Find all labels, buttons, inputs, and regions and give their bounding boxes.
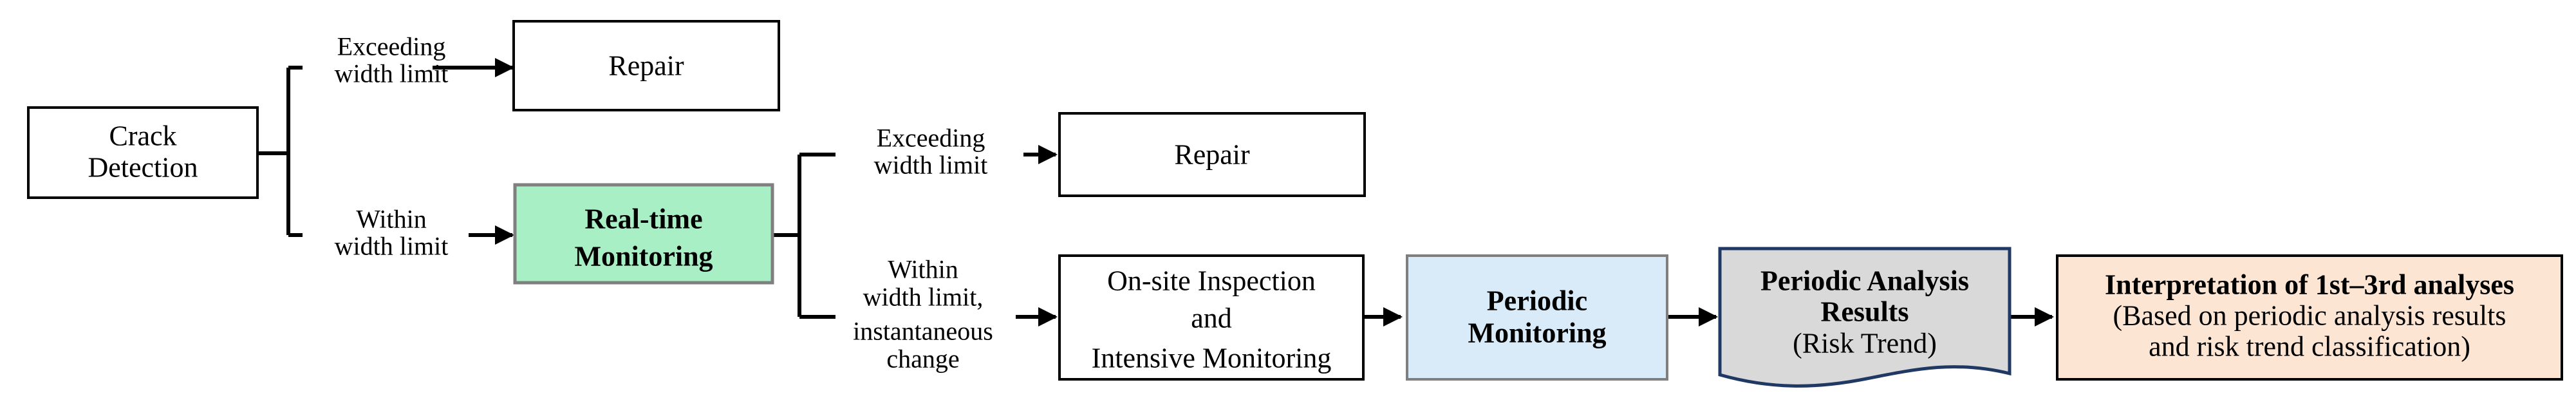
node-periodic-analysis: Periodic Analysis Results (Risk Trend): [1718, 247, 2011, 388]
edge-label-within-2: Within width limit, instantaneous change: [853, 255, 993, 374]
edge-label-line: instantaneous: [853, 317, 993, 346]
edge-label-line: change: [886, 345, 959, 374]
node-label: Repair: [1174, 139, 1250, 171]
node-label: Results: [1821, 296, 1909, 328]
node-realtime-monitoring: Real-time Monitoring: [513, 183, 774, 285]
node-sublabel: (Risk Trend): [1793, 328, 1937, 359]
node-label: Real-time: [584, 204, 702, 235]
edge-label-line: Exceeding: [337, 32, 446, 61]
edge-label-line: width limit,: [863, 283, 984, 312]
node-detail: and risk trend classification): [2149, 331, 2470, 363]
node-repair-1: Repair: [512, 20, 780, 111]
node-label: Periodic: [1487, 285, 1587, 317]
node-label: Crack: [109, 120, 176, 152]
node-label: Repair: [608, 50, 684, 82]
node-label: Interpretation of 1st–3rd analyses: [2105, 269, 2514, 301]
node-label: Periodic Analysis: [1760, 265, 1969, 297]
node-repair-2: Repair: [1058, 112, 1366, 197]
node-label: and: [1191, 303, 1232, 334]
edge-label-within-1: Within width limit: [335, 205, 449, 261]
node-periodic-monitoring: Periodic Monitoring: [1406, 254, 1668, 381]
node-label: Monitoring: [574, 241, 713, 272]
node-interpretation: Interpretation of 1st–3rd analyses (Base…: [2056, 254, 2563, 381]
node-detail: (Based on periodic analysis results: [2113, 300, 2506, 332]
edge-label-line: width limit: [335, 59, 449, 88]
node-label: Intensive Monitoring: [1092, 343, 1332, 374]
edge-label-exceeding-2: Exceeding width limit: [874, 124, 988, 180]
node-label: Monitoring: [1468, 317, 1606, 349]
node-label: On-site Inspection: [1107, 265, 1316, 297]
edge-label-line: width limit: [335, 232, 449, 261]
edge-label-line: Within: [888, 255, 958, 284]
edge-label-line: Exceeding: [877, 124, 985, 153]
edge-label-line: width limit: [874, 151, 988, 180]
edge-label-line: Within: [356, 205, 427, 234]
edge-label-exceeding-1: Exceeding width limit: [335, 32, 449, 88]
connectors: [257, 58, 2054, 327]
node-label: Detection: [88, 152, 198, 184]
node-crack-detection: Crack Detection: [27, 106, 259, 199]
node-onsite-inspection: On-site Inspection and Intensive Monitor…: [1058, 254, 1365, 381]
